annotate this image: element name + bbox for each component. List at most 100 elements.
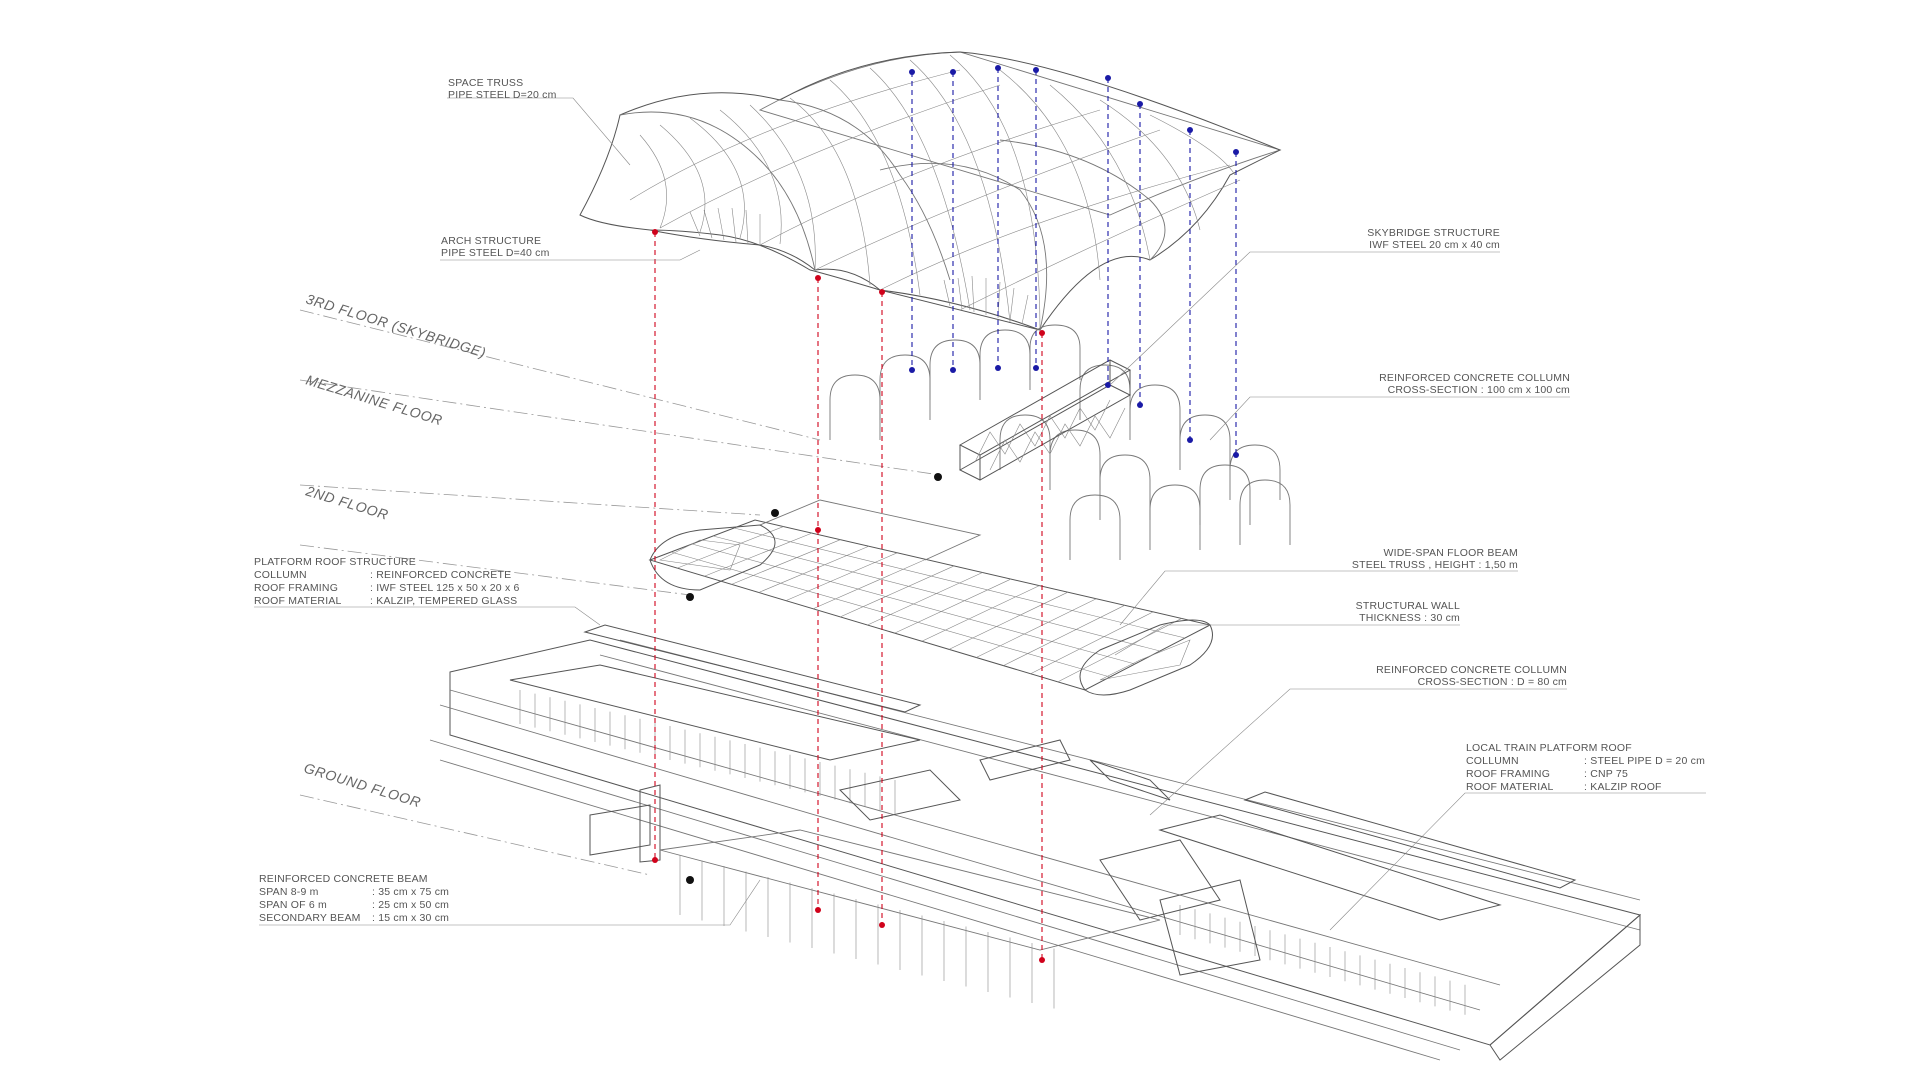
annotations: SPACE TRUSS PIPE STEEL D=20 cm ARCH STRU…: [254, 77, 1705, 924]
grid-line: [731, 539, 841, 585]
blue-axis-node: [1033, 67, 1039, 73]
red-axis-node: [652, 229, 658, 235]
grid-line: [813, 559, 926, 610]
svg-text:: 25 cm x 50 cm: : 25 cm x 50 cm: [372, 899, 449, 911]
second-floor-grid: [648, 499, 1213, 696]
floor-label-ground: GROUND FLOOR: [302, 760, 423, 811]
blue-axis-node: [1187, 127, 1193, 133]
label-arch-structure: ARCH STRUCTURE PIPE STEEL D=40 cm: [441, 235, 550, 259]
svg-text:: 35 cm x 75 cm: : 35 cm x 75 cm: [372, 886, 449, 898]
svg-text:REINFORCED CONCRETE COLLUMN: REINFORCED CONCRETE COLLUMN: [1379, 372, 1570, 384]
svg-text:ROOF MATERIAL: ROOF MATERIAL: [254, 595, 342, 607]
blue-axis-node: [995, 365, 1001, 371]
red-column-axes: [652, 229, 1045, 963]
label-rc-beam: REINFORCED CONCRETE BEAM SPAN 8-9 m : 35…: [259, 873, 449, 924]
space-truss-roof: [579, 51, 1282, 331]
blue-axis-node: [1233, 149, 1239, 155]
grid-line: [670, 551, 1111, 678]
blue-axis-node: [1137, 101, 1143, 107]
svg-text:COLLUMN: COLLUMN: [254, 569, 307, 581]
svg-text:: KALZIP ROOF: : KALZIP ROOF: [1584, 781, 1662, 793]
svg-text:WIDE-SPAN FLOOR BEAM: WIDE-SPAN FLOOR BEAM: [1384, 547, 1519, 559]
floor-label-second: 2ND FLOOR: [303, 482, 390, 523]
svg-text:CROSS-SECTION : 100 cm x 100 c: CROSS-SECTION : 100 cm x 100 cm: [1388, 384, 1570, 396]
svg-text:: STEEL PIPE D = 20 cm: : STEEL PIPE D = 20 cm: [1584, 755, 1705, 767]
grid-line: [1030, 611, 1154, 675]
label-space-truss: SPACE TRUSS PIPE STEEL D=20 cm: [448, 77, 557, 101]
svg-text:STRUCTURAL WALL: STRUCTURAL WALL: [1356, 600, 1460, 612]
blue-axis-node: [1187, 437, 1193, 443]
svg-text:ARCH STRUCTURE: ARCH STRUCTURE: [441, 235, 541, 247]
svg-text:SPACE TRUSS: SPACE TRUSS: [448, 77, 523, 89]
grid-line: [840, 565, 955, 618]
svg-text:SECONDARY BEAM: SECONDARY BEAM: [259, 912, 361, 924]
reference-dots: [686, 473, 942, 884]
red-axis-node: [879, 922, 885, 928]
blue-axis-node: [950, 69, 956, 75]
grid-line: [712, 535, 1161, 652]
blue-axis-node: [1033, 365, 1039, 371]
label-wide-span-beam: WIDE-SPAN FLOOR BEAM STEEL TRUSS , HEIGH…: [1352, 547, 1518, 571]
floor-label-third: 3RD FLOOR (SKYBRIDGE): [304, 291, 488, 361]
svg-text:ROOF FRAMING: ROOF FRAMING: [1466, 768, 1550, 780]
label-skybridge: SKYBRIDGE STRUCTURE IWF STEEL 20 cm x 40…: [1367, 227, 1500, 251]
blue-axis-node: [909, 367, 915, 373]
svg-text:STEEL TRUSS , HEIGHT : 1,50 m: STEEL TRUSS , HEIGHT : 1,50 m: [1352, 559, 1518, 571]
grid-line: [921, 585, 1040, 642]
grid-line: [1003, 605, 1125, 666]
red-axis-node: [1039, 330, 1045, 336]
svg-text:: KALZIP, TEMPERED GLASS: : KALZIP, TEMPERED GLASS: [370, 595, 517, 607]
svg-text:: 15 cm x 30 cm: : 15 cm x 30 cm: [372, 912, 449, 924]
grid-line: [948, 591, 1068, 650]
svg-text:IWF STEEL 20 cm x 40 cm: IWF STEEL 20 cm x 40 cm: [1369, 239, 1500, 251]
blue-axis-node: [909, 69, 915, 75]
svg-text:SPAN OF 6 m: SPAN OF 6 m: [259, 899, 327, 911]
blue-column-axes: [909, 65, 1239, 458]
label-rc-column-square: REINFORCED CONCRETE COLLUMN CROSS-SECTIO…: [1379, 372, 1570, 396]
svg-text:CROSS-SECTION : D = 80 cm: CROSS-SECTION : D = 80 cm: [1418, 676, 1567, 688]
skybridge-truss: [958, 359, 1132, 481]
label-rc-column-round: REINFORCED CONCRETE COLLUMN CROSS-SECTIO…: [1376, 664, 1567, 688]
grid-line: [691, 543, 1136, 665]
grid-line: [733, 527, 1186, 639]
blue-axis-node: [1233, 452, 1239, 458]
blue-axis-node: [995, 65, 1001, 71]
floor-level-lines: [299, 309, 941, 876]
grid-line: [758, 545, 869, 593]
red-axis-node: [879, 289, 885, 295]
blue-axis-node: [1105, 382, 1111, 388]
svg-text:ROOF MATERIAL: ROOF MATERIAL: [1466, 781, 1554, 793]
grid-line: [976, 598, 1097, 658]
svg-text:PIPE STEEL D=20 cm: PIPE STEEL D=20 cm: [448, 89, 557, 101]
label-local-train-roof: LOCAL TRAIN PLATFORM ROOF COLLUMN : STEE…: [1466, 742, 1705, 793]
svg-text:SKYBRIDGE STRUCTURE: SKYBRIDGE STRUCTURE: [1367, 227, 1500, 239]
svg-text:REINFORCED CONCRETE BEAM: REINFORCED CONCRETE BEAM: [259, 873, 428, 885]
red-axis-node: [815, 275, 821, 281]
svg-text:PLATFORM ROOF STRUCTURE: PLATFORM ROOF STRUCTURE: [254, 556, 416, 568]
grid-line: [894, 578, 1012, 634]
grid-line: [704, 532, 812, 577]
leader-lines: [254, 97, 1706, 931]
red-axis-node: [815, 907, 821, 913]
label-platform-roof: PLATFORM ROOF STRUCTURE COLLUMN : REINFO…: [254, 556, 519, 607]
floor-label-mezzanine: MEZZANINE FLOOR: [304, 372, 444, 429]
red-axis-node: [1039, 957, 1045, 963]
red-axis-node: [815, 527, 821, 533]
svg-text:: CNP 75: : CNP 75: [1584, 768, 1628, 780]
red-axis-node: [652, 857, 658, 863]
svg-text:ROOF FRAMING: ROOF FRAMING: [254, 582, 338, 594]
grid-line: [785, 552, 898, 601]
svg-text:REINFORCED CONCRETE COLLUMN: REINFORCED CONCRETE COLLUMN: [1376, 664, 1567, 676]
svg-text:LOCAL TRAIN PLATFORM ROOF: LOCAL TRAIN PLATFORM ROOF: [1466, 742, 1632, 754]
blue-axis-node: [1137, 402, 1143, 408]
ground-station: [429, 624, 1642, 1061]
grid-line: [1057, 618, 1182, 683]
rc-arch-columns: [829, 324, 1291, 560]
label-structural-wall: STRUCTURAL WALL THICKNESS : 30 cm: [1356, 600, 1460, 624]
svg-text:SPAN 8-9 m: SPAN 8-9 m: [259, 886, 319, 898]
floor-names: 3RD FLOOR (SKYBRIDGE) MEZZANINE FLOOR 2N…: [302, 291, 488, 811]
svg-text:PIPE STEEL D=40 cm: PIPE STEEL D=40 cm: [441, 247, 550, 259]
blue-axis-node: [1105, 75, 1111, 81]
svg-text:: REINFORCED CONCRETE: : REINFORCED CONCRETE: [370, 569, 511, 581]
